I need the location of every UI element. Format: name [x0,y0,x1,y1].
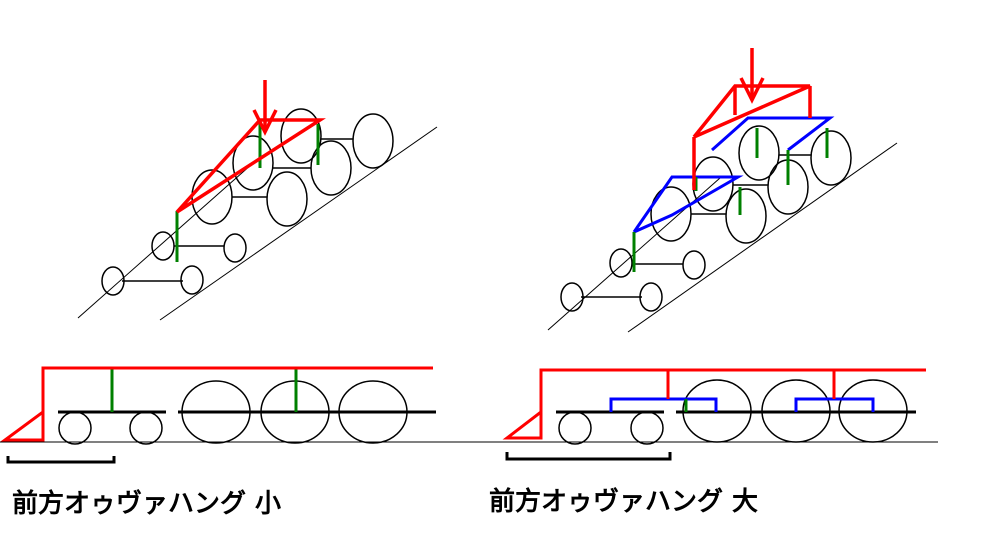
driving-wheel [338,380,408,444]
frame-outline [502,368,926,440]
left-side-view [0,366,436,464]
driving-wheel [810,130,852,186]
pony-wheel [129,411,163,445]
rail-line [627,142,898,333]
frame-triangle [175,118,326,214]
caption-small-overhang: 前方オゥヴァハング 小 [12,489,282,519]
right-perspective-view [547,48,898,333]
pony-wheel [180,265,204,295]
equalizer-beam [609,397,718,412]
down-arrow-icon [252,80,278,136]
overhang-bracket [6,456,116,464]
driving-wheel [232,135,274,191]
pony-wheel [639,282,663,312]
pony-wheel [58,411,92,445]
left-perspective-view [77,80,438,321]
down-arrow-icon [739,48,765,104]
driving-wheel [738,125,780,181]
right-side-view [502,368,926,461]
driving-wheel [280,108,322,164]
driving-wheel [761,379,831,443]
rail-line [159,126,438,321]
pony-wheel [609,248,633,278]
pony-wheel [151,231,175,261]
overhang-bracket [505,452,672,461]
equalizer-beam [632,175,744,234]
driving-wheel [352,113,394,169]
frame-outline [0,366,433,442]
driving-wheel [838,379,908,443]
equalizer-beam [711,116,835,152]
pony-wheel [560,282,584,312]
pony-wheel [558,411,592,445]
driving-wheel [725,188,767,244]
frame-triangle [692,84,811,139]
pony-wheel [223,233,247,263]
driving-wheel [181,380,251,444]
equalizer-beam [794,397,875,412]
driving-wheel [266,171,308,227]
pony-wheel [682,250,706,280]
pony-wheel [101,266,125,296]
pony-wheel [630,411,664,445]
driving-wheel [682,379,752,443]
caption-large-overhang: 前方オゥヴァハング 大 [489,487,759,517]
